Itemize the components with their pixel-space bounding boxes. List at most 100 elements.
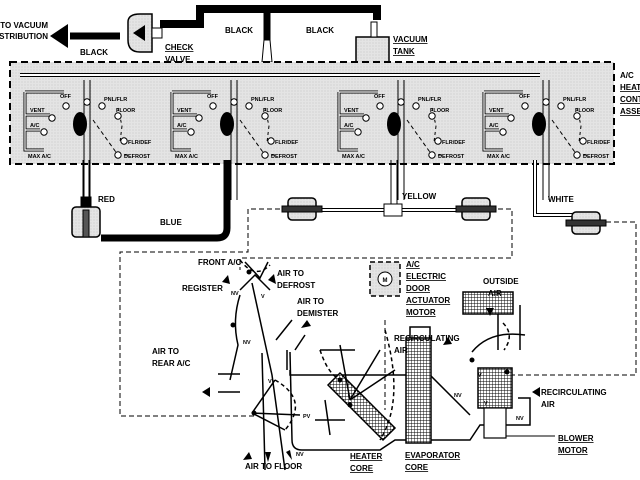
hose-yellow-label: YELLOW xyxy=(402,192,437,201)
heater-core-label-1: HEATER xyxy=(350,452,383,461)
door-state-pv: PV xyxy=(303,414,311,420)
switch-port xyxy=(362,114,370,122)
switch-port xyxy=(267,137,275,145)
heater-core-label-2: CORE xyxy=(350,464,374,473)
switch-port xyxy=(261,151,269,159)
air-to-demister-label-2: DEMISTER xyxy=(297,309,339,318)
switch-port xyxy=(397,98,405,106)
switch-port xyxy=(557,102,565,110)
recirc-air-label-1: RECIRCULATING xyxy=(394,334,460,343)
outside-air-label-1: OUTSIDE xyxy=(483,277,519,286)
switch-port xyxy=(98,102,106,110)
vacuum-tank-label-2: TANK xyxy=(393,47,415,56)
recirc-air-label-2: RECIRCULATING xyxy=(541,388,607,397)
check-valve xyxy=(127,13,163,53)
source-label-line1: TO VACUUM xyxy=(0,21,48,30)
control-assembly-label-1: A/C xyxy=(620,71,634,80)
blower-motor-label-1: BLOWER xyxy=(558,434,594,443)
switch-port xyxy=(428,151,436,159)
switch-label-off: OFF xyxy=(60,94,72,100)
check-valve-label-1: CHECK xyxy=(165,43,194,52)
actuator-label-3: DOOR xyxy=(406,284,430,293)
door-state-nv: NV xyxy=(454,393,462,399)
switch-port xyxy=(114,112,122,120)
switch-port xyxy=(195,114,203,122)
switch-label-flr-def: FLR/DEF xyxy=(128,140,152,146)
switch-port xyxy=(48,114,56,122)
switch-label-ac: A/C xyxy=(344,123,354,129)
switch-port xyxy=(434,137,442,145)
air-to-rear-ac-label-2: REAR A/C xyxy=(152,359,191,368)
front-ac-label: FRONT A/C xyxy=(198,258,241,267)
switch-label-defrost: DEFROST xyxy=(438,154,465,160)
switch-label-pnl-flr: PNL/FLR xyxy=(104,97,127,103)
switch-label-ac: A/C xyxy=(489,123,499,129)
switch-port xyxy=(40,128,48,136)
outside-air-label-2: AIR xyxy=(488,289,502,298)
switch-label-pnl-flr: PNL/FLR xyxy=(563,97,586,103)
evaporator-core-label-2: CORE xyxy=(405,463,429,472)
outside-air-filter xyxy=(462,291,514,315)
switch-label-max-ac: MAX A/C xyxy=(28,154,51,160)
actuator-label-5: MOTOR xyxy=(406,308,436,317)
switch-port xyxy=(261,112,269,120)
switch-port xyxy=(114,151,122,159)
actuator-motor: M xyxy=(369,261,401,297)
heater-core xyxy=(326,371,397,442)
check-valve-label-2: VALVE xyxy=(165,55,191,64)
switch-label-vent: VENT xyxy=(344,108,359,114)
switch-label-flr-def: FLR/DEF xyxy=(442,140,466,146)
switch-port xyxy=(499,128,507,136)
switch-port xyxy=(187,128,195,136)
switch-port xyxy=(542,98,550,106)
switch-label-pnl-flr: PNL/FLR xyxy=(418,97,441,103)
switch-port xyxy=(62,102,70,110)
switch-label-off: OFF xyxy=(374,94,386,100)
switch-port xyxy=(428,112,436,120)
hose-white-label: WHITE xyxy=(548,195,574,204)
switch-port xyxy=(579,137,587,145)
switch-label-defrost: DEFROST xyxy=(124,154,151,160)
control-modules: OFF VENT A/C MAX A/C PNL/FLR FLOOR FLR/DEF DEFR… xyxy=(23,80,611,200)
hose-red-label: RED xyxy=(98,195,115,204)
switch-label-flr-def: FLR/DEF xyxy=(275,140,299,146)
switch-port xyxy=(412,102,420,110)
arrow-left-icon xyxy=(50,24,68,48)
air-to-defrost-label-2: DEFROST xyxy=(277,281,315,290)
door-state-v: V xyxy=(268,379,272,385)
air-to-demister-label-1: AIR TO xyxy=(297,297,324,306)
switch-label-floor: FLOOR xyxy=(430,108,449,114)
switch-label-floor: FLOOR xyxy=(263,108,282,114)
door-state-nv: NV xyxy=(296,452,304,458)
switch-label-off: OFF xyxy=(519,94,531,100)
switch-port xyxy=(573,112,581,120)
air-to-defrost-label-1: AIR TO xyxy=(277,269,304,278)
switch-port xyxy=(376,102,384,110)
door-state-v: V xyxy=(478,373,482,379)
switch-label-flr-def: FLR/DEF xyxy=(587,140,611,146)
evaporator-core-label-1: EVAPORATOR xyxy=(405,451,460,460)
door-state-nv: NV xyxy=(231,291,239,297)
door-state-v: V xyxy=(484,401,488,407)
air-to-floor-label: AIR TO FLOOR xyxy=(245,462,302,471)
switch-port xyxy=(209,102,217,110)
switch-port xyxy=(521,102,529,110)
switch-label-ac: A/C xyxy=(177,123,187,129)
source-label-line2: DISTRIBUTION xyxy=(0,32,48,41)
switch-label-defrost: DEFROST xyxy=(583,154,610,160)
air-to-rear-ac-label-1: AIR TO xyxy=(152,347,179,356)
switch-port xyxy=(354,128,362,136)
recirc-air-label-1b: AIR xyxy=(394,346,408,355)
airflow-arrows xyxy=(202,274,540,462)
blower-wheel xyxy=(477,367,513,409)
blower-motor-label-2: MOTOR xyxy=(558,446,588,455)
switch-port xyxy=(507,114,515,122)
doors xyxy=(239,259,396,441)
switch-port xyxy=(245,102,253,110)
switch-label-defrost: DEFROST xyxy=(271,154,298,160)
